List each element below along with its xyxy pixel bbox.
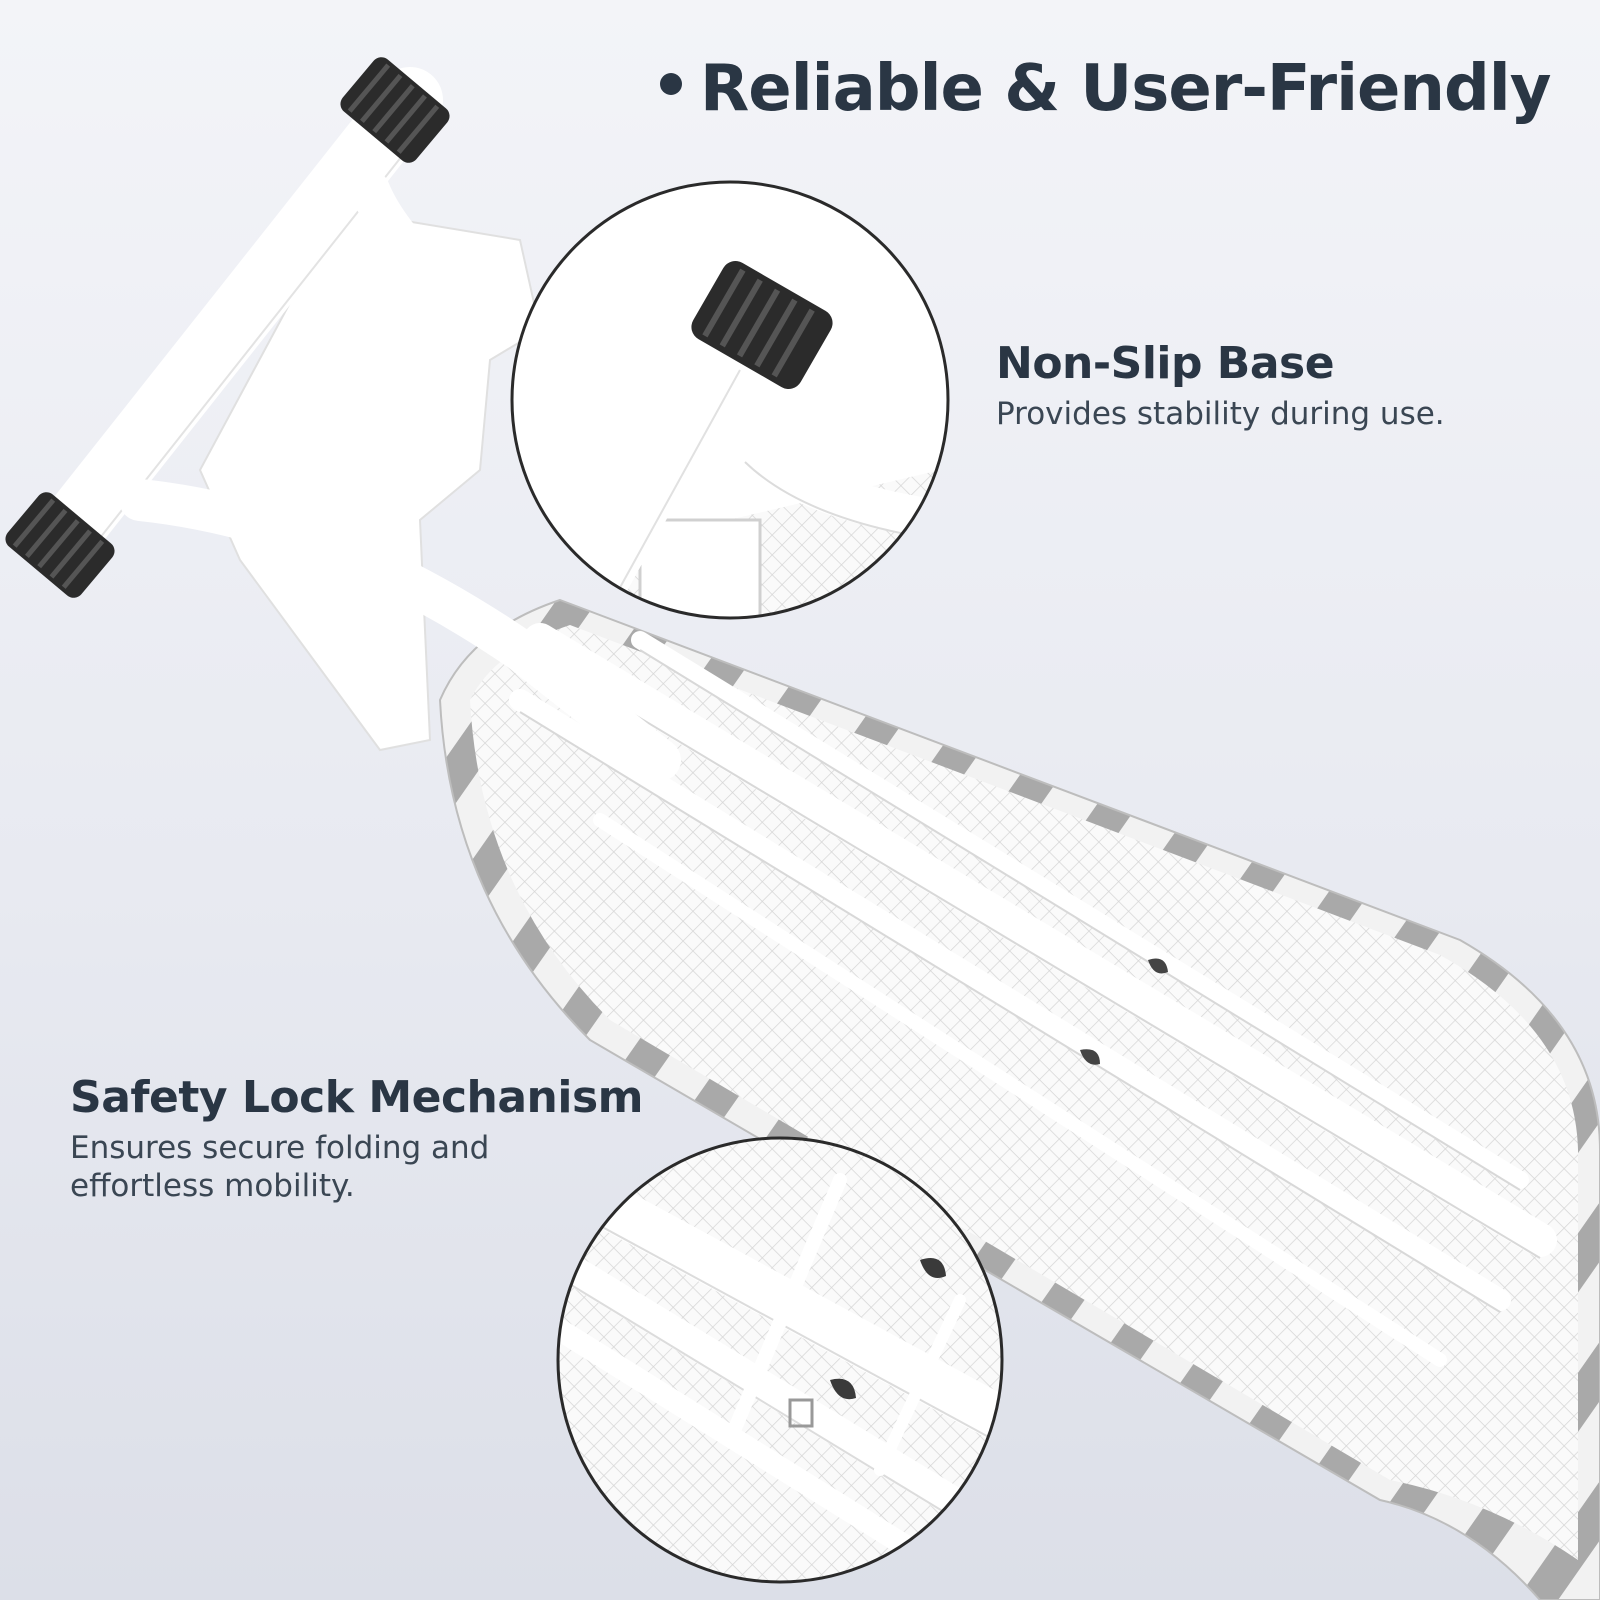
foot-cap-top: [340, 57, 450, 163]
foot-cap-bottom: [5, 492, 115, 598]
feature-title: Safety Lock Mechanism: [70, 1072, 644, 1123]
feature-safety-lock: Safety Lock Mechanism Ensures secure fol…: [70, 1072, 644, 1205]
bullet-dot-icon: [660, 73, 682, 96]
feature-title: Non-Slip Base: [996, 338, 1335, 389]
headline: Reliable & User-Friendly: [660, 52, 1551, 126]
headline-text: Reliable & User-Friendly: [700, 52, 1551, 126]
zoom-circle-safety-lock: [556, 1136, 1004, 1584]
feature-description: Ensures secure folding and effortless mo…: [70, 1130, 490, 1204]
feature-non-slip-base: Non-Slip Base Provides stability during …: [996, 338, 1445, 433]
zoom-circle-nonslip: [510, 180, 950, 620]
leg-frame: [37, 67, 681, 781]
board-frame-bars: [509, 623, 1557, 1367]
feature-description: Provides stability during use.: [996, 396, 1445, 432]
